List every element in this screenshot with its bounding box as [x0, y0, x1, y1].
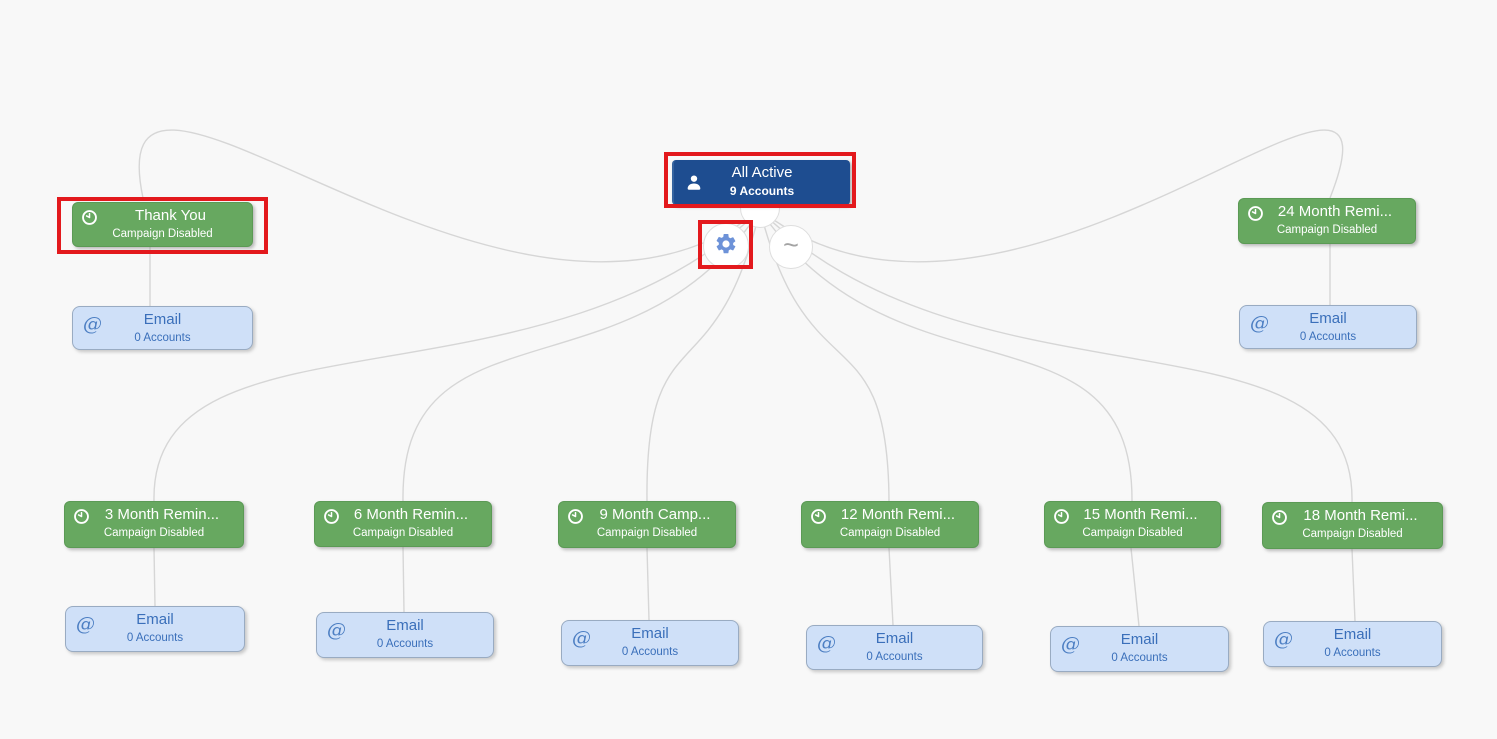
email-node-12-month[interactable]: @ Email 0 Accounts [806, 625, 983, 670]
campaign-node-18-month[interactable]: 18 Month Remi... Campaign Disabled [1262, 502, 1443, 549]
campaign-title: 18 Month Remi... [1303, 507, 1418, 524]
campaign-title: Thank You [135, 207, 206, 224]
email-title: Email [143, 311, 182, 328]
email-title: Email [1309, 310, 1347, 327]
campaign-node-thank-you[interactable]: Thank You Campaign Disabled [72, 202, 253, 247]
root-node-subtitle: 9 Accounts [729, 184, 795, 198]
settings-button[interactable] [703, 223, 749, 269]
email-title: Email [875, 630, 914, 647]
clock-icon [1247, 205, 1264, 222]
clock-icon [1271, 509, 1288, 526]
gear-icon [714, 232, 738, 261]
campaign-status: Campaign Disabled [1302, 528, 1403, 540]
email-node-3-month[interactable]: @ Email 0 Accounts [65, 606, 245, 652]
campaign-node-3-month[interactable]: 3 Month Remin... Campaign Disabled [64, 501, 244, 548]
campaign-title: 15 Month Remi... [1083, 506, 1198, 523]
campaign-status: Campaign Disabled [596, 527, 698, 539]
email-node-9-month[interactable]: @ Email 0 Accounts [561, 620, 739, 666]
email-node-thank-you[interactable]: @ Email 0 Accounts [72, 306, 253, 350]
campaign-title: 9 Month Camp... [599, 506, 711, 523]
email-accounts: 0 Accounts [1111, 652, 1168, 664]
email-node-24-month[interactable]: @ Email 0 Accounts [1239, 305, 1417, 349]
campaign-status: Campaign Disabled [112, 228, 213, 240]
email-node-6-month[interactable]: @ Email 0 Accounts [316, 612, 494, 658]
clock-icon [323, 508, 340, 525]
tilde-icon: ~ [783, 229, 799, 260]
campaign-title: 3 Month Remin... [104, 506, 220, 523]
root-node-title: All Active [731, 164, 793, 181]
email-node-15-month[interactable]: @ Email 0 Accounts [1050, 626, 1229, 672]
campaign-status: Campaign Disabled [1082, 527, 1183, 539]
email-accounts: 0 Accounts [621, 646, 679, 658]
at-icon: @ [1061, 633, 1080, 655]
email-accounts: 0 Accounts [1299, 331, 1357, 343]
campaign-node-12-month[interactable]: 12 Month Remi... Campaign Disabled [801, 501, 979, 548]
email-title: Email [1333, 626, 1372, 643]
email-node-18-month[interactable]: @ Email 0 Accounts [1263, 621, 1442, 667]
at-icon: @ [1250, 312, 1269, 334]
campaign-title: 24 Month Remi... [1277, 203, 1393, 220]
wave-button[interactable]: ~ [769, 225, 813, 269]
campaign-node-9-month[interactable]: 9 Month Camp... Campaign Disabled [558, 501, 736, 548]
clock-icon [1053, 508, 1070, 525]
email-title: Email [136, 611, 174, 628]
campaign-node-15-month[interactable]: 15 Month Remi... Campaign Disabled [1044, 501, 1221, 548]
email-title: Email [1120, 631, 1159, 648]
email-title: Email [631, 625, 669, 642]
clock-icon [73, 508, 90, 525]
email-accounts: 0 Accounts [134, 332, 191, 344]
clock-icon [567, 508, 584, 525]
at-icon: @ [83, 313, 102, 335]
at-icon: @ [76, 613, 95, 635]
campaign-title: 6 Month Remin... [353, 506, 469, 523]
at-icon: @ [327, 619, 346, 641]
campaign-node-24-month[interactable]: 24 Month Remi... Campaign Disabled [1238, 198, 1416, 244]
campaign-status: Campaign Disabled [839, 527, 941, 539]
clock-icon [81, 209, 98, 226]
email-accounts: 0 Accounts [866, 651, 923, 663]
email-accounts: 0 Accounts [1324, 647, 1381, 659]
clock-icon [810, 508, 827, 525]
campaign-to-email-links [149, 244, 1356, 627]
email-title: Email [386, 617, 424, 634]
campaign-title: 12 Month Remi... [840, 506, 956, 523]
at-icon: @ [1274, 628, 1293, 650]
user-icon [684, 172, 704, 194]
email-accounts: 0 Accounts [376, 638, 434, 650]
campaign-node-6-month[interactable]: 6 Month Remin... Campaign Disabled [314, 501, 492, 547]
campaign-status: Campaign Disabled [1276, 224, 1378, 236]
campaign-status: Campaign Disabled [352, 527, 454, 539]
email-accounts: 0 Accounts [126, 632, 184, 644]
at-icon: @ [572, 627, 591, 649]
root-to-campaign-curves [138, 129, 1353, 503]
root-node-all-active[interactable]: All Active 9 Accounts [672, 160, 850, 205]
at-icon: @ [817, 632, 836, 654]
campaign-status: Campaign Disabled [103, 527, 205, 539]
